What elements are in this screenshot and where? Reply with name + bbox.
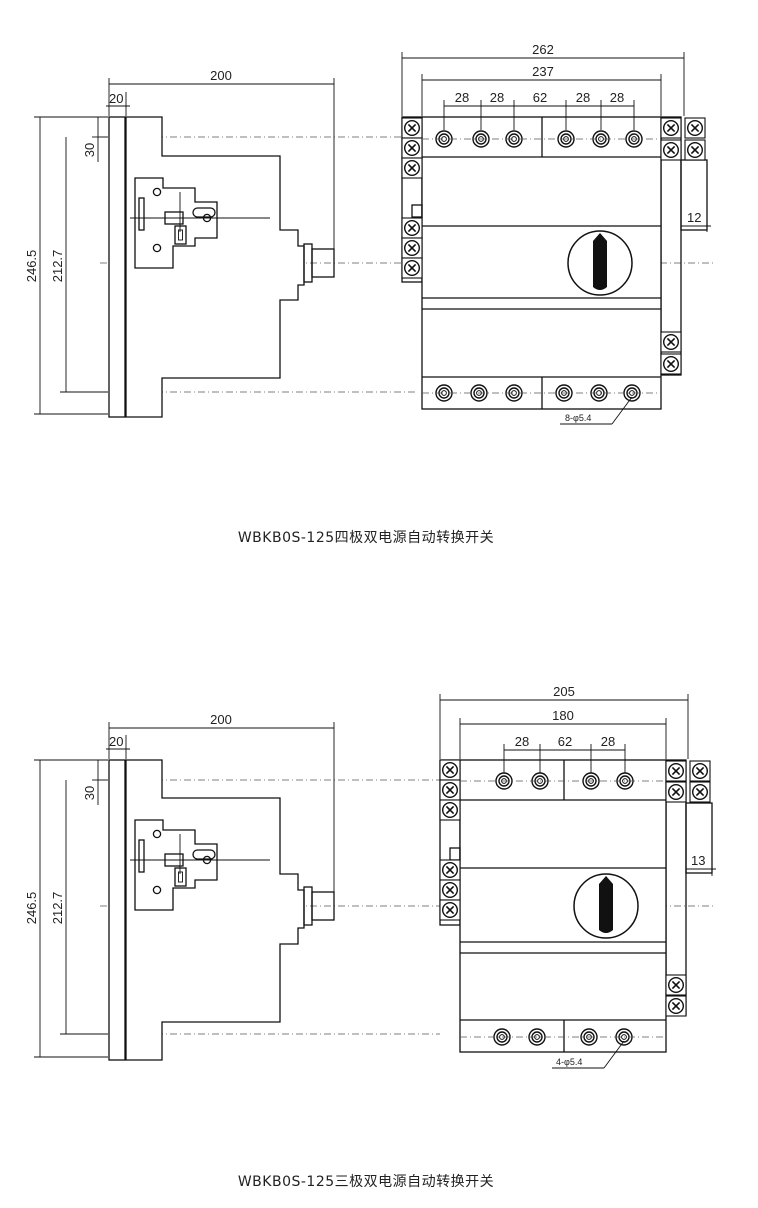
dim-front-body: 180 bbox=[552, 708, 574, 723]
dim-pitch: 28 bbox=[455, 90, 469, 105]
dimension-width-200: 200 bbox=[108, 68, 335, 262]
dim-pitch: 28 bbox=[610, 90, 624, 105]
dim-holes: 8-φ5.4 bbox=[565, 413, 591, 423]
dimension-height-246: 246.5 bbox=[24, 116, 108, 415]
dimension-width-200: 200 bbox=[108, 712, 335, 905]
rotary-handle-icon bbox=[573, 873, 639, 939]
dim-side-offset: 13 bbox=[691, 853, 705, 868]
dim-pitch: 28 bbox=[576, 90, 590, 105]
dim-top-offset: 30 bbox=[82, 143, 97, 157]
dim-pitch: 28 bbox=[490, 90, 504, 105]
dim-height-total: 246.5 bbox=[24, 892, 39, 925]
dimension-top-30: 30 bbox=[82, 116, 108, 162]
dim-height-mount: 212.7 bbox=[50, 250, 65, 283]
dimension-flange-20: 20 bbox=[106, 91, 130, 116]
dim-top-offset: 30 bbox=[82, 786, 97, 800]
dimension-width-180: 180 bbox=[459, 708, 667, 759]
figure-three-pole: 200 20 30 246.5 212.7 bbox=[24, 684, 716, 1190]
dimension-width-262: 262 bbox=[401, 42, 685, 116]
dimension-side-13: 13 bbox=[686, 853, 716, 876]
dimension-holes: 4-φ5.4 bbox=[552, 1040, 625, 1069]
dimension-height-212: 212.7 bbox=[50, 137, 108, 393]
dim-side-width: 200 bbox=[210, 68, 232, 83]
rotary-handle-icon bbox=[567, 230, 633, 296]
dim-front-body: 237 bbox=[532, 64, 554, 79]
dimension-width-205: 205 bbox=[439, 684, 689, 759]
dimension-pitches: 28 28 62 28 28 bbox=[443, 90, 635, 130]
front-view bbox=[439, 759, 713, 1053]
figure-caption: WBKB0S-125三极双电源自动转换开关 bbox=[238, 1173, 494, 1190]
dimension-height-246: 246.5 bbox=[24, 759, 108, 1058]
dimension-side-12: 12 bbox=[681, 210, 711, 232]
dim-side-offset: 12 bbox=[687, 210, 701, 225]
dim-front-total: 262 bbox=[532, 42, 554, 57]
dim-flange: 20 bbox=[109, 734, 123, 749]
dimension-top-30: 30 bbox=[82, 759, 108, 805]
dim-pitch: 62 bbox=[533, 90, 547, 105]
dimension-pitches: 28 62 28 bbox=[503, 734, 626, 773]
dim-height-total: 246.5 bbox=[24, 250, 39, 283]
dim-front-total: 205 bbox=[553, 684, 575, 699]
figure-four-pole: 200 20 30 246.5 212.7 bbox=[24, 42, 715, 546]
figure-caption: WBKB0S-125四极双电源自动转换开关 bbox=[238, 529, 494, 546]
dim-pitch: 62 bbox=[558, 734, 572, 749]
dimension-flange-20: 20 bbox=[106, 734, 130, 759]
side-view bbox=[108, 116, 335, 418]
dim-height-mount: 212.7 bbox=[50, 892, 65, 925]
dim-pitch: 28 bbox=[601, 734, 615, 749]
dim-flange: 20 bbox=[109, 91, 123, 106]
dimension-width-237: 237 bbox=[421, 64, 662, 116]
dim-holes: 4-φ5.4 bbox=[556, 1057, 582, 1067]
dim-side-width: 200 bbox=[210, 712, 232, 727]
side-view bbox=[108, 759, 335, 1061]
dimension-height-212: 212.7 bbox=[50, 780, 108, 1035]
front-view bbox=[401, 116, 708, 410]
dimension-holes: 8-φ5.4 bbox=[560, 396, 633, 425]
dim-pitch: 28 bbox=[515, 734, 529, 749]
